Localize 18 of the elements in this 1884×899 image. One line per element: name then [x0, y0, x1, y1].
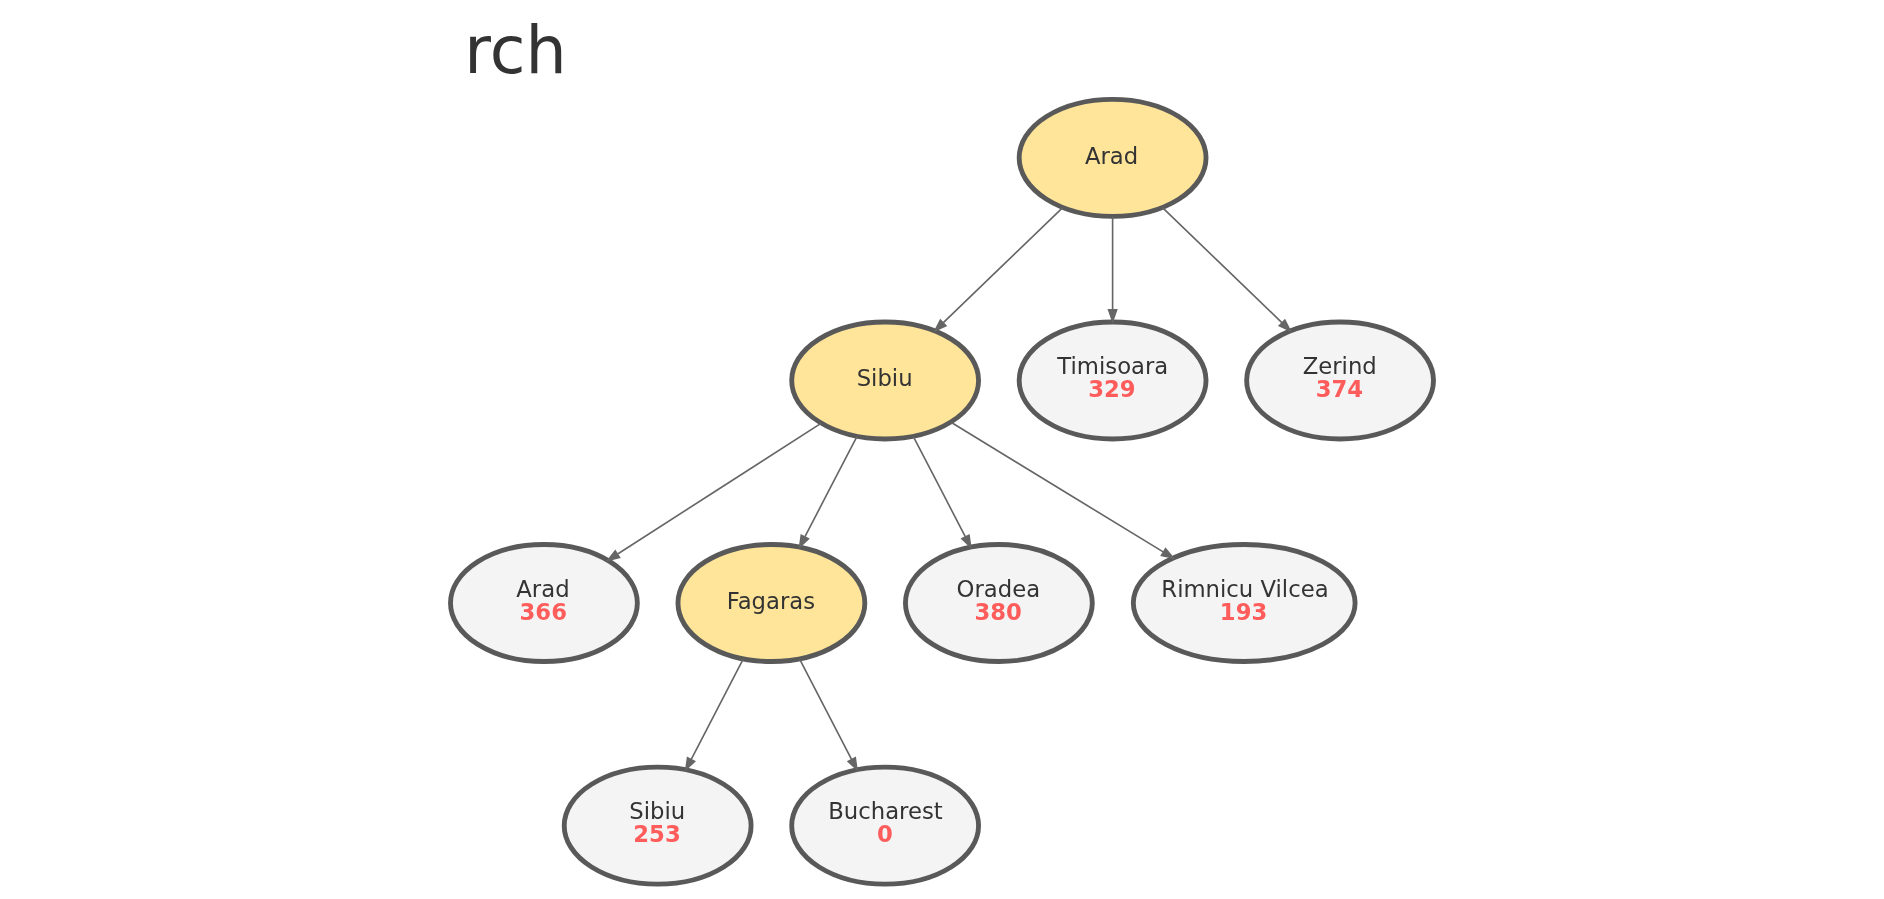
- node-ellipse: Oradea 380: [903, 542, 1095, 664]
- arrow: [933, 206, 1064, 333]
- diagram-title: rch: [464, 13, 567, 89]
- node-ellipse: Arad 366: [448, 542, 640, 664]
- node-ellipse: Timisoara 329: [1016, 319, 1209, 442]
- arrow: [1161, 206, 1293, 333]
- arrow: [912, 435, 972, 550]
- arrow: [684, 658, 745, 772]
- node-ellipse: Sibiu 253: [561, 764, 754, 887]
- node-ellipse: Bucharest 0: [789, 764, 981, 887]
- arrow: [798, 658, 859, 772]
- arrow: [605, 422, 822, 562]
- arrow: [950, 421, 1176, 560]
- node-ellipse: Rimnicu Vilcea 193: [1130, 542, 1358, 664]
- node-ellipse: Arad: [1016, 96, 1209, 219]
- arrow: [1107, 215, 1118, 324]
- arrow: [798, 435, 858, 550]
- node-ellipse: Fagaras: [675, 542, 868, 664]
